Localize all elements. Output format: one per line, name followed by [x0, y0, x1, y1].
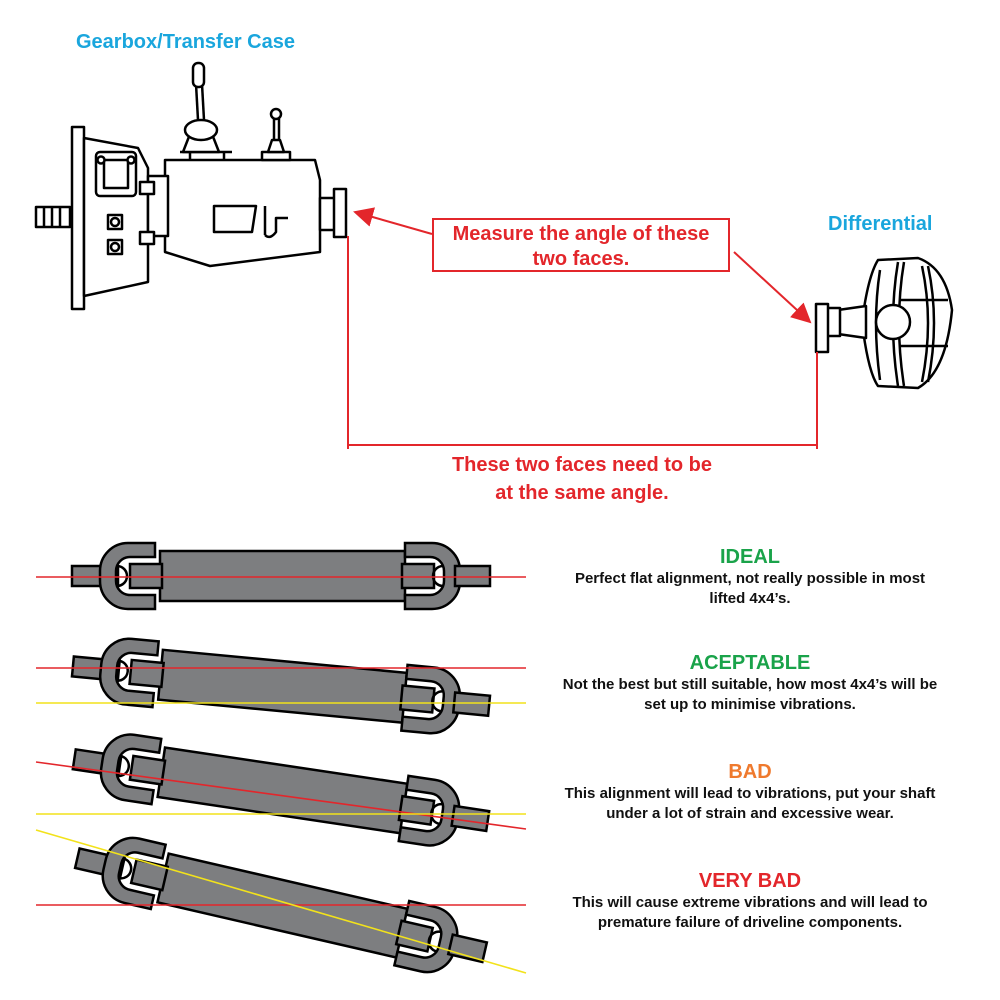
shaft-aceptable [68, 632, 494, 740]
rating-title: IDEAL [720, 546, 780, 568]
very-bad-yellow-reference-line [35, 829, 527, 974]
measure-angle-callout: Measure the angle of these two faces. [432, 218, 730, 272]
callout-line-2: two faces. [532, 248, 630, 270]
bad-red-reference-line [35, 761, 527, 830]
rating-description-line-1: Not the best but still suitable, how mos… [562, 676, 938, 693]
gearbox-label: Gearbox/Transfer Case [76, 31, 295, 53]
rating-description-line-2: under a lot of strain and excessive wear… [606, 805, 894, 822]
same-angle-line-2: at the same angle. [495, 482, 669, 504]
rating-description-line-2: set up to minimise vibrations. [644, 696, 856, 713]
callout-line-1: Measure the angle of these [452, 223, 710, 245]
measurement-lines [347, 236, 818, 449]
rating-bad: BAD This alignment will lead to vibratio… [530, 760, 970, 824]
rating-very-bad: VERY BAD This will cause extreme vibrati… [530, 869, 970, 933]
rating-description-line-2: premature failure of driveline component… [597, 914, 903, 931]
same-angle-caption: These two faces need to be at the same a… [382, 451, 782, 507]
rating-description-line-1: This alignment will lead to vibrations, … [564, 785, 936, 802]
differential-illustration [814, 256, 954, 390]
rating-title: ACEPTABLE [689, 652, 811, 674]
shaft-ideal [70, 541, 492, 611]
rating-aceptable: ACEPTABLE Not the best but still suitabl… [530, 651, 970, 715]
rating-title: BAD [728, 761, 772, 783]
rating-description-line-2: lifted 4x4’s. [709, 590, 791, 607]
differential-label: Differential [828, 213, 933, 235]
rating-description-line-1: This will cause extreme vibrations and w… [572, 894, 928, 911]
gearbox-illustration [34, 61, 348, 311]
same-angle-line-1: These two faces need to be [451, 454, 713, 476]
arrow-to-gearbox-face [353, 207, 433, 235]
rating-description-line-1: Perfect flat alignment, not really possi… [574, 570, 926, 587]
arrow-to-differential-face [733, 251, 812, 324]
rating-ideal: IDEAL Perfect flat alignment, not really… [530, 545, 970, 609]
rating-title: VERY BAD [698, 870, 802, 892]
shaft-bad [68, 725, 494, 855]
